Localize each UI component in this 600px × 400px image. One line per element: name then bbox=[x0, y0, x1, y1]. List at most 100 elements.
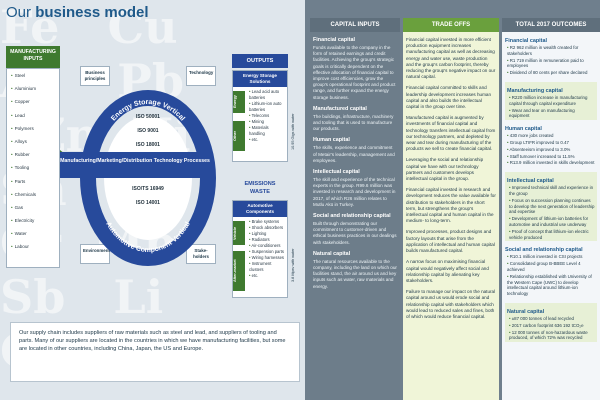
outcome-list: R10.1 million invested in CSI projectsCo… bbox=[505, 254, 597, 297]
capital-input-text: The skills, experience and commitment of… bbox=[313, 145, 395, 163]
outcomes-body: Financial capitalR2 962 million in wealt… bbox=[505, 38, 597, 343]
capital-input-title: Intellectual capital bbox=[313, 169, 360, 176]
outcome-section: Human capital430 more jobs createdGroup … bbox=[505, 126, 597, 166]
outcome-item: Staff turnover increased to 11.5% bbox=[507, 154, 597, 160]
automotive-outputs-title: Automotive Components bbox=[233, 201, 287, 217]
manufacturing-input-item: Labour bbox=[7, 240, 59, 253]
outcome-item: 430 more jobs created bbox=[507, 133, 597, 139]
outcome-item: Wear and tear on manufacturing equipment bbox=[509, 108, 595, 120]
environment-box: Environment bbox=[80, 244, 110, 264]
energy-outputs-title: Energy Storage Solutions bbox=[233, 71, 287, 87]
energy-outputs-box: Energy Storage Solutions Energy Other Le… bbox=[232, 70, 288, 162]
aftermarket-category-label: After-market bbox=[233, 251, 245, 291]
side-note-automotive: 3.8 Mpsv with water bbox=[291, 248, 295, 282]
process-band: Manufacturing/Marketing/Distribution Tec… bbox=[60, 152, 210, 178]
automotive-outputs-box: Automotive Components Vehicle After-mark… bbox=[232, 200, 288, 298]
capital-input-title: Natural capital bbox=[313, 250, 351, 257]
outcome-section: Manufacturing capitalR220 million increa… bbox=[505, 81, 597, 121]
business-principles-box: Business principles bbox=[80, 66, 110, 86]
side-note-energy: 10.95 Gigs with water bbox=[291, 113, 295, 150]
trade-off-paragraph: Financial capital invested in more effic… bbox=[406, 37, 496, 80]
iso-18001: ISO 18001 bbox=[136, 142, 160, 148]
outcome-item: R1 719 million in remuneration paid to e… bbox=[507, 58, 597, 70]
process-ring: Energy Storage Vertical Automotive Compo… bbox=[80, 90, 216, 266]
outcome-list: R220 million increase in manufacturing c… bbox=[507, 95, 595, 119]
outcome-section: Natural capital±87 000 tonnes of lead re… bbox=[505, 302, 597, 343]
automotive-output-item: Air-conditioners bbox=[249, 243, 285, 249]
manufacturing-input-item: Aluminium bbox=[7, 82, 59, 95]
outcome-item: Dividend of 80 cents per share declared bbox=[507, 70, 597, 76]
automotive-output-item: Shock absorbers bbox=[249, 225, 285, 231]
manufacturing-input-item: Alloys bbox=[7, 135, 59, 148]
manufacturing-input-item: Chemicals bbox=[7, 188, 59, 201]
energy-category-label: Energy bbox=[233, 91, 245, 113]
outcome-item: R2 962 million in wealth created for sta… bbox=[507, 45, 597, 57]
capital-input-text: The natural resources available to the c… bbox=[313, 258, 397, 289]
outcome-section: Intellectual capitalImproved technical s… bbox=[505, 172, 597, 242]
trade-offs-column: TRADE OFFS Financial capital invested in… bbox=[403, 18, 499, 400]
energy-output-item: Telecoms bbox=[249, 113, 285, 119]
trade-offs-heading: TRADE OFFS bbox=[403, 18, 499, 32]
energy-output-item: Lithium-ion auto batteries bbox=[249, 101, 285, 113]
automotive-output-item: etc. bbox=[249, 273, 285, 279]
trade-off-paragraph: Improved processes, product designs and … bbox=[406, 229, 495, 254]
outcome-item: R13.9 million invested in skills develop… bbox=[507, 160, 597, 166]
waste-label: WASTE bbox=[250, 189, 270, 195]
outcome-item: 2017 carbon footprint 636 192 tCO₂e bbox=[509, 323, 595, 329]
ring-outline bbox=[80, 90, 216, 266]
manufacturing-input-item: Tooling bbox=[7, 161, 59, 174]
capital-inputs-heading: CAPITAL INPUTS bbox=[310, 18, 400, 32]
energy-output-item: etc. bbox=[249, 137, 285, 143]
outcome-item: Focus on succession planning continues t… bbox=[509, 198, 595, 215]
outcome-section: Financial capitalR2 962 million in wealt… bbox=[505, 38, 597, 76]
outcome-title: Intellectual capital bbox=[507, 178, 554, 185]
iso-50001: ISO 50001 bbox=[136, 114, 160, 120]
outcome-list: R2 962 million in wealth created for sta… bbox=[505, 45, 597, 76]
page-title: Our business model bbox=[6, 4, 149, 21]
automotive-output-item: Instrument clusters bbox=[249, 261, 285, 273]
trade-offs-body: Financial capital invested in more effic… bbox=[406, 37, 496, 320]
manufacturing-inputs-heading: MANUFACTURING INPUTS bbox=[6, 46, 60, 68]
outcome-title: Natural capital bbox=[507, 308, 545, 315]
emissions-waste-label: EMISSIONS WASTE bbox=[232, 180, 288, 196]
capital-input-title: Manufactured capital bbox=[313, 105, 367, 112]
manufacturing-input-item: Lead bbox=[7, 109, 59, 122]
outcome-item: R10.1 million invested in CSI projects bbox=[507, 254, 597, 260]
capital-input-title: Human capital bbox=[313, 137, 350, 144]
outcome-list: ±87 000 tonnes of lead recycled2017 carb… bbox=[507, 316, 595, 341]
automotive-outputs-list: Brake systemsShock absorbersLightingRadi… bbox=[233, 217, 287, 281]
outcome-item: Improved technical skill and experience … bbox=[509, 185, 595, 197]
business-model-diagram-panel: Fe Cu Al Pb Zn Ni Sn Ti Cr Mn Sb Li Co M… bbox=[0, 0, 305, 400]
trade-off-paragraph: A narrow focus on maximising financial c… bbox=[406, 259, 489, 283]
vehicle-category-label: Vehicle bbox=[233, 221, 245, 245]
automotive-output-item: Suspension parts bbox=[249, 249, 285, 255]
manufacturing-input-item: Steel bbox=[7, 69, 59, 82]
energy-output-item: Lead acid auto batteries bbox=[249, 89, 285, 101]
automotive-output-item: Wiring harnesses bbox=[249, 255, 285, 261]
trade-off-paragraph: Failure to manage our impact on the natu… bbox=[406, 289, 496, 319]
outcome-title: Manufacturing capital bbox=[507, 87, 563, 94]
manufacturing-input-item: Electricity bbox=[7, 214, 59, 227]
outcomes-heading: TOTAL 2017 OUTCOMES bbox=[502, 18, 600, 32]
technology-box: Technology bbox=[186, 66, 216, 86]
ring-interior bbox=[104, 116, 192, 240]
iso-14001: ISO 14001 bbox=[136, 200, 160, 206]
outcome-section: Social and relationship capitalR10.1 mil… bbox=[505, 247, 597, 297]
manufacturing-input-item: Parts bbox=[7, 175, 59, 188]
outcome-item: ±87 000 tonnes of lead recycled bbox=[509, 316, 595, 322]
outcome-list: Improved technical skill and experience … bbox=[507, 185, 595, 240]
outcome-list: 430 more jobs createdGroup LTIFR improve… bbox=[505, 133, 597, 166]
emissions-label: EMISSIONS bbox=[244, 181, 276, 187]
capital-input-text: Built through demonstrating our commitme… bbox=[313, 221, 397, 245]
manufacturing-input-item: Copper bbox=[7, 95, 59, 108]
trade-off-paragraph: Leveraging the social and relationship c… bbox=[406, 157, 484, 182]
outcome-item: Group LTIFR improved to 0.47 bbox=[507, 140, 597, 146]
energy-outputs-list: Lead acid auto batteriesLithium-ion auto… bbox=[233, 87, 287, 145]
capital-input-title: Social and relationship capital bbox=[313, 213, 391, 220]
automotive-output-item: Lighting bbox=[249, 231, 285, 237]
supply-chain-note: Our supply chain includes suppliers of r… bbox=[10, 322, 300, 382]
manufacturing-input-item: Gas bbox=[7, 201, 59, 214]
